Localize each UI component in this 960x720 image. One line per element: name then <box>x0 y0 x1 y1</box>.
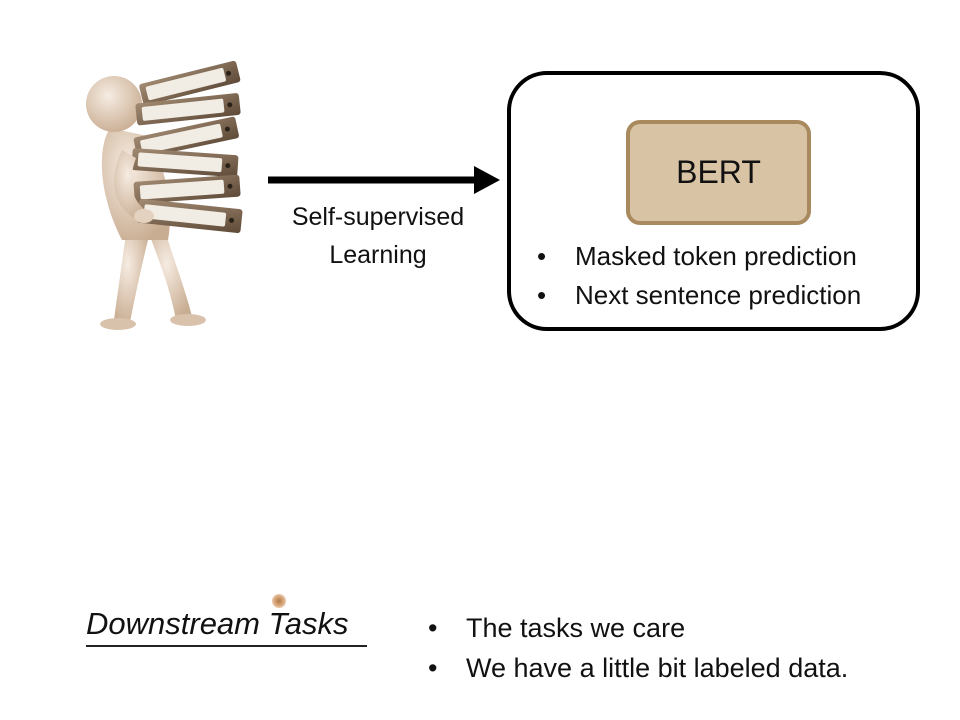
list-item-text: Next sentence prediction <box>575 280 862 310</box>
list-item: • The tasks we care <box>424 608 848 648</box>
bullet-icon: • <box>537 280 547 310</box>
person-carrying-binders-icon <box>78 58 258 333</box>
right-arrow-icon <box>268 162 508 198</box>
bert-model-box: BERT <box>626 120 811 225</box>
arrow-label: Self-supervised Learning <box>262 198 494 274</box>
list-item: • Next sentence prediction <box>533 276 861 315</box>
downstream-task-list: • The tasks we care • We have a little b… <box>424 608 848 688</box>
list-item-text: We have a little bit labeled data. <box>466 653 849 683</box>
list-item: • We have a little bit labeled data. <box>424 648 848 688</box>
arrow-label-line: Learning <box>329 241 427 269</box>
bullet-icon: • <box>537 241 547 271</box>
list-item-text: The tasks we care <box>466 613 686 643</box>
list-item-text: Masked token prediction <box>575 241 857 271</box>
laser-pointer-icon <box>272 594 286 608</box>
downstream-tasks-title: Downstream Tasks <box>86 606 349 641</box>
bullet-icon: • <box>428 653 438 683</box>
pretraining-task-list: • Masked token prediction • Next sentenc… <box>533 237 861 315</box>
title-underline <box>86 645 367 647</box>
arrow-label-line: Self-supervised <box>291 203 465 231</box>
bullet-icon: • <box>428 613 438 643</box>
list-item: • Masked token prediction <box>533 237 861 276</box>
bert-model-label: BERT <box>676 154 761 190</box>
bert-panel: BERT • Masked token prediction • Next se… <box>507 71 920 331</box>
